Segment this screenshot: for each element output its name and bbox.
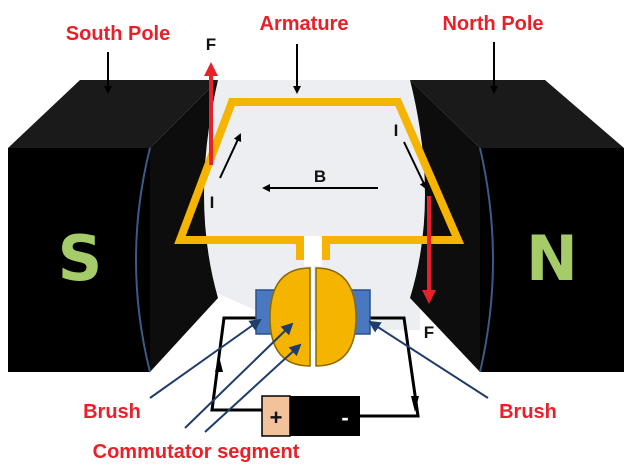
pole-letter-n: N <box>526 222 578 295</box>
north-pole-magnet: N <box>410 80 624 373</box>
armature-coil <box>174 98 465 260</box>
brush-right-pointer <box>368 320 489 399</box>
pole-letter-s: S <box>58 222 103 295</box>
force-label-down: F <box>424 323 434 342</box>
south-pole-label: South Pole <box>66 23 170 45</box>
circuit-wires <box>210 316 420 418</box>
battery-minus: - <box>341 405 348 430</box>
south-pole-magnet: S <box>8 80 218 373</box>
field-region <box>150 80 480 330</box>
current-label-right: I <box>394 121 399 140</box>
brush-left-pointer <box>149 318 262 399</box>
coil-gap <box>304 236 322 266</box>
commutator-pointer-2 <box>204 343 302 433</box>
armature-label: Armature <box>260 13 349 35</box>
brush-left-label: Brush <box>83 401 141 423</box>
field-label: B <box>314 167 326 186</box>
battery-plus: + <box>270 405 283 430</box>
current-label-left: I <box>210 193 215 212</box>
brush-right-label: Brush <box>499 401 557 423</box>
battery: + - <box>261 395 360 437</box>
current-arrow-right <box>403 141 428 190</box>
current-arrow-left <box>219 133 242 179</box>
commutator-pointer-1 <box>184 322 294 429</box>
commutator <box>269 266 357 368</box>
north-pole-label: North Pole <box>442 13 543 35</box>
commutator-label: Commutator segment <box>93 441 300 463</box>
force-label-up: F <box>206 35 216 54</box>
